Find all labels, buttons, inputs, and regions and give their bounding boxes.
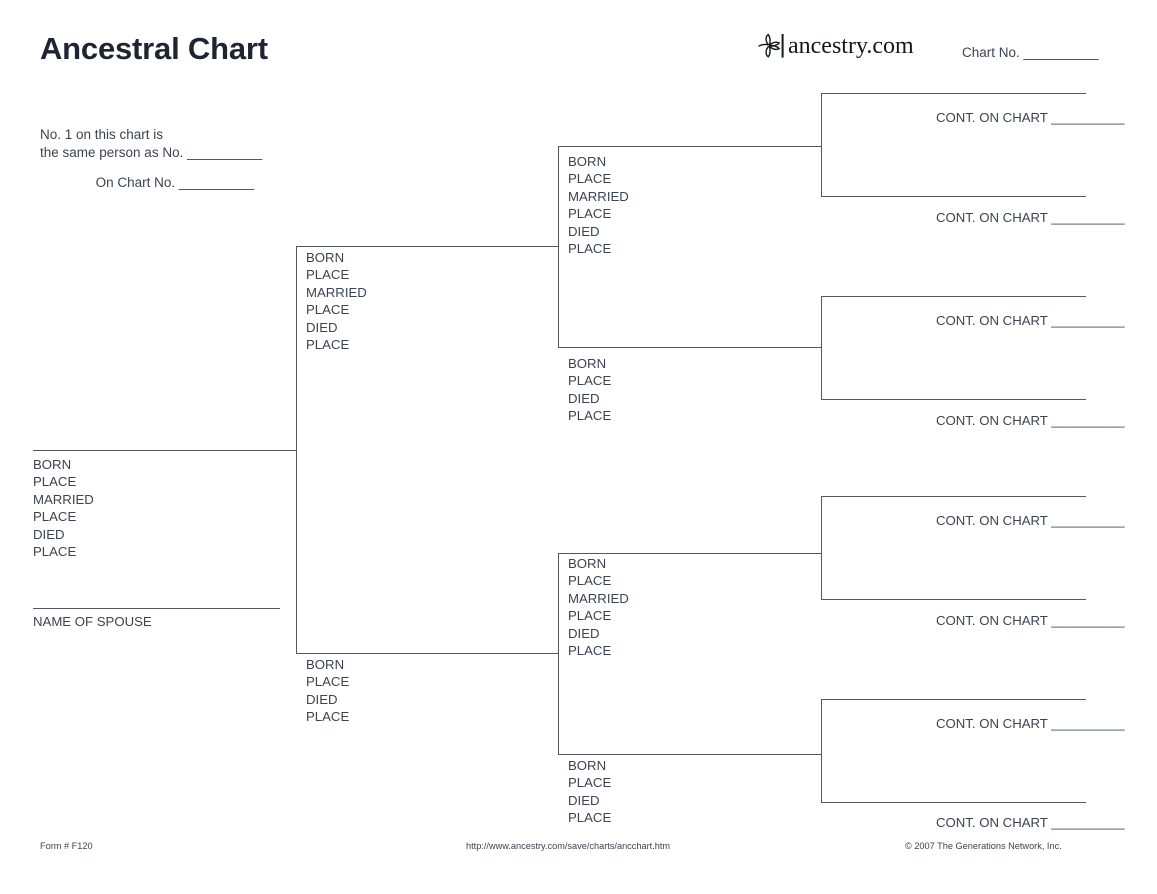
gen2-father-field-place2: PLACE: [306, 302, 350, 318]
gen3-mgm-field-place1: PLACE: [568, 775, 612, 791]
gen2-mother-field-place2: PLACE: [306, 709, 350, 725]
gen3-mgf-fields: BORN PLACE MARRIED PLACE DIED PLACE: [568, 555, 629, 659]
gen4-rule-2[interactable]: [821, 196, 1086, 197]
gen4-cont-on-chart-1[interactable]: CONT. ON CHART __________: [936, 110, 1125, 125]
gen2-mother-field-place1: PLACE: [306, 674, 350, 690]
gen4-cont-on-chart-7[interactable]: CONT. ON CHART __________: [936, 716, 1125, 731]
gen2-mother-name-rule[interactable]: [296, 653, 558, 654]
gen3-pgf-fields: BORN PLACE MARRIED PLACE DIED PLACE: [568, 153, 629, 257]
gen4-cont-on-chart-6[interactable]: CONT. ON CHART __________: [936, 613, 1125, 628]
gen2-father-field-place1: PLACE: [306, 267, 350, 283]
gen4-rule-5[interactable]: [821, 496, 1086, 497]
gen3-mgm-field-died: DIED: [568, 792, 600, 808]
gen4-bracket-3: [821, 496, 822, 599]
gen3-pgf-field-place2: PLACE: [568, 206, 612, 222]
gen1-spouse-caption: NAME OF SPOUSE: [33, 614, 152, 629]
footer-copyright: © 2007 The Generations Network, Inc.: [905, 841, 1062, 851]
connector-gen2-father-to-gen3: [545, 246, 559, 247]
gen4-rule-7[interactable]: [821, 699, 1086, 700]
gen3-mgf-name-rule[interactable]: [558, 553, 821, 554]
gen4-bracket-1: [821, 93, 822, 196]
gen3-pgf-field-place1: PLACE: [568, 171, 612, 187]
gen1-field-died: DIED: [33, 526, 65, 542]
gen4-cont-on-chart-4[interactable]: CONT. ON CHART __________: [936, 413, 1125, 428]
gen1-name-rule[interactable]: [33, 450, 296, 451]
gen2-mother-field-died: DIED: [306, 691, 338, 707]
gen2-father-field-born: BORN: [306, 250, 345, 265]
connector-gen3-mgm-to-gen4: [808, 754, 822, 755]
gen3-pgm-field-place1: PLACE: [568, 373, 612, 389]
gen4-rule-1[interactable]: [821, 93, 1086, 94]
connector-gen3-pgf-to-gen4: [808, 146, 822, 147]
on-chart-number-field[interactable]: On Chart No. __________: [95, 175, 254, 190]
gen4-cont-on-chart-2[interactable]: CONT. ON CHART __________: [936, 210, 1125, 225]
gen2-mother-field-born: BORN: [306, 657, 345, 672]
gen4-rule-3[interactable]: [821, 296, 1086, 297]
connector-gen2-mother-to-gen3: [545, 653, 559, 654]
same-person-reference: No. 1 on this chart is the same person a…: [40, 126, 262, 162]
connector-gen3-mgf-to-gen4: [808, 553, 822, 554]
gen3-pgm-name-rule[interactable]: [558, 347, 821, 348]
gen3-mgm-field-place2: PLACE: [568, 810, 612, 826]
gen3-pgf-field-place3: PLACE: [568, 241, 612, 257]
gen3-mgm-field-born: BORN: [568, 758, 607, 773]
gen3-pgf-field-married: MARRIED: [568, 188, 629, 204]
gen4-cont-on-chart-5[interactable]: CONT. ON CHART __________: [936, 513, 1125, 528]
same-person-line2[interactable]: the same person as No. __________: [40, 144, 263, 160]
gen4-cont-on-chart-3[interactable]: CONT. ON CHART __________: [936, 313, 1125, 328]
ancestry-logo: ancestry.com: [757, 31, 914, 61]
connector-gen3-pgm-to-gen4: [808, 347, 822, 348]
connector-gen1-to-gen2: [283, 450, 297, 451]
gen3-pgf-field-born: BORN: [568, 154, 607, 169]
gen3-mgf-field-place3: PLACE: [568, 643, 612, 659]
gen3-pgm-field-place2: PLACE: [568, 408, 612, 424]
gen3-pgm-field-died: DIED: [568, 390, 600, 406]
gen3-mgm-fields: BORN PLACE DIED PLACE: [568, 757, 611, 827]
gen3-pgm-fields: BORN PLACE DIED PLACE: [568, 355, 611, 425]
gen1-fields: BORN PLACE MARRIED PLACE DIED PLACE: [33, 456, 94, 560]
chart-number-field[interactable]: Chart No. __________: [962, 45, 1099, 60]
gen4-rule-6[interactable]: [821, 599, 1086, 600]
gen4-cont-on-chart-8[interactable]: CONT. ON CHART __________: [936, 815, 1125, 830]
gen1-field-place3: PLACE: [33, 544, 77, 560]
gen1-field-place1: PLACE: [33, 474, 77, 490]
gen2-father-name-rule[interactable]: [296, 246, 558, 247]
gen3-mgf-field-married: MARRIED: [568, 590, 629, 606]
gen3-pgf-field-died: DIED: [568, 223, 600, 239]
ancestry-wordmark: ancestry.com: [788, 33, 914, 59]
gen2-mother-fields: BORN PLACE DIED PLACE: [306, 656, 349, 726]
same-person-line1: No. 1 on this chart is: [40, 127, 164, 142]
footer-url[interactable]: http://www.ancestry.com/save/charts/ancc…: [466, 841, 671, 851]
gen2-father-field-died: DIED: [306, 319, 338, 335]
gen3-pgf-name-rule[interactable]: [558, 146, 821, 147]
gen3-mgf-field-place1: PLACE: [568, 573, 612, 589]
gen3-mgm-name-rule[interactable]: [558, 754, 821, 755]
gen1-spouse-rule[interactable]: [33, 608, 280, 609]
gen2-father-field-married: MARRIED: [306, 284, 367, 300]
ancestry-leaf-icon: [757, 33, 787, 59]
gen3-pgm-field-born: BORN: [568, 356, 607, 371]
gen3-mgf-field-born: BORN: [568, 556, 607, 571]
gen4-rule-4[interactable]: [821, 399, 1086, 400]
gen3-mgf-field-died: DIED: [568, 625, 600, 641]
gen3-mgf-field-place2: PLACE: [568, 608, 612, 624]
gen1-field-place2: PLACE: [33, 509, 77, 525]
gen1-field-born: BORN: [33, 457, 72, 472]
gen4-bracket-4: [821, 699, 822, 802]
gen4-rule-8[interactable]: [821, 802, 1086, 803]
footer-form-number: Form # F120: [40, 841, 93, 851]
gen2-bracket: [296, 246, 297, 653]
gen2-father-fields: BORN PLACE MARRIED PLACE DIED PLACE: [306, 249, 367, 353]
gen2-father-field-place3: PLACE: [306, 337, 350, 353]
page-title: Ancestral Chart: [40, 31, 268, 66]
gen1-field-married: MARRIED: [33, 491, 94, 507]
